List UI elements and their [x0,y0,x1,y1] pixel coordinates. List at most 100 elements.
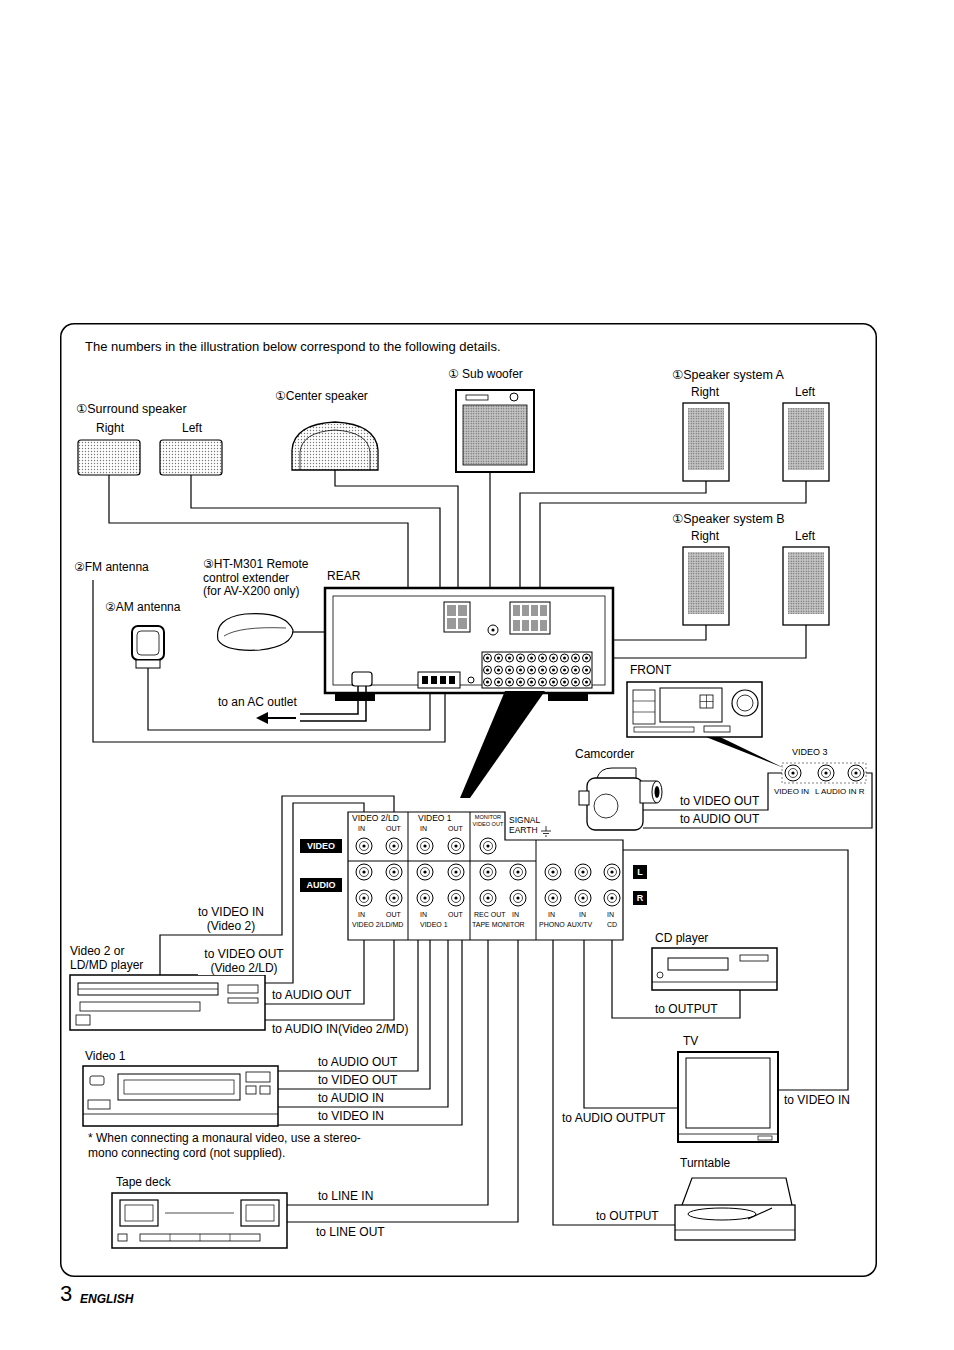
wire-label: to AUDIO IN [318,1092,384,1105]
callout-label: ①Speaker system B [672,513,785,526]
video3-jack-art [848,765,864,781]
node-text: CD player [655,932,708,946]
vcr-art [88,1100,110,1109]
speaker-art [683,547,729,625]
camcorder: Camcorder [577,765,643,830]
node-text: Camcorder [575,748,634,762]
jack-panel-art [575,890,591,906]
surround-speaker-art [78,440,140,475]
remote-extender-art [218,614,293,651]
video3-jack-art [782,763,866,783]
speaker: Right [683,403,729,481]
node-text: Left [182,422,202,436]
node-text: Left [795,530,815,544]
tape-deck-art [200,1234,201,1241]
speaker-art [688,552,724,614]
video3-jack-art [782,763,866,783]
node-text: VIDEO 2/LD/MD [352,921,403,929]
receiver-rear-art [447,618,456,629]
vcr-art [260,1086,270,1094]
receiver-front: FRONT [627,682,762,737]
jack-panel-art [348,812,623,940]
center-speaker: ①Center speaker [290,420,380,470]
jack-panel-art [604,864,620,880]
footnote: * When connecting a monaural video, use … [88,1131,378,1161]
receiver-rear-art [548,693,588,701]
receiver-rear-art [531,605,538,616]
cable [148,668,430,730]
remote-extender-art [218,614,293,651]
receiver-rear-art [440,676,446,684]
node-text: TAPE MONITOR [472,921,525,929]
jack-panel-art [348,861,536,862]
receiver-rear-art [468,677,474,683]
node-text: VIDEO 1 [418,814,452,824]
cd-player-art [652,982,777,983]
receiver-rear-art [444,602,470,632]
tv-art [678,1052,778,1142]
tv-art [758,1136,772,1140]
node-text: Video 1 [85,1050,125,1064]
tape-deck-art [170,1234,171,1241]
video-player-art [76,1015,90,1025]
receiver-rear-art [352,672,372,686]
tv-art [678,1134,778,1135]
jack-panel-art [536,840,537,940]
am-antenna-art [136,660,160,668]
jack-panel-art [356,890,372,906]
node-text: ③HT-M301 Remote control extender (for AV… [203,558,309,599]
jack-panel-art [575,864,591,880]
remote-extender: ③HT-M301 Remote control extender (for AV… [213,613,293,651]
speaker-art [683,403,729,481]
receiver-rear-art [458,618,467,629]
receiver-rear-art [325,588,613,693]
receiver-front-art [627,682,762,737]
camcorder-art [655,786,660,798]
wire-label: to VIDEO IN [318,1110,384,1123]
node-text: FRONT [630,664,671,678]
receiver-front-art [732,690,758,716]
receiver-rear-art [522,620,529,631]
remote-extender-art [224,628,286,636]
wire-label: to AUDIO IN(Video 2/MD) [272,1023,409,1036]
node-text: SIGNAL EARTH [509,815,549,835]
am-antenna-art [132,626,164,660]
tv-art [686,1058,770,1128]
jack-panel-art [510,864,526,880]
cable [613,625,806,658]
receiver-front-art [704,726,730,732]
video-player-art [78,989,218,990]
video3-jack-art [785,765,801,781]
signal-arrow-art [460,691,545,798]
wire-label: to VIDEO OUT [318,1074,397,1087]
video3-jacks: VIDEO 3VIDEO INL AUDIO IN R [782,763,866,783]
fm-antenna-art [92,580,93,610]
turntable-art [675,1205,795,1240]
page-number: 3 [60,1282,72,1306]
node-text: TV [683,1035,698,1049]
node-text: IN [548,911,555,919]
node-text: Video 2 or LD/MD player [70,944,155,972]
tape-deck-art [230,1234,231,1241]
speaker: Right [683,547,729,625]
receiver-rear-art [418,672,460,688]
node-text: IN [607,911,614,919]
channel-tag: L [633,865,647,879]
surround-speaker: Left [160,440,222,475]
speaker-art [783,403,829,481]
jack-panel-art [448,890,464,906]
jack-panel-art [417,864,433,880]
turntable-art [688,1208,756,1220]
speaker: Left [783,547,829,625]
receiver-rear-art [510,602,550,634]
jack-panel-art [545,890,561,906]
cable [520,481,706,588]
front-pointer-art [706,737,784,768]
node-text: PHONO [539,921,565,929]
node-text: Right [691,386,719,400]
jack-panel-art [386,890,402,906]
video-player-art [70,975,265,1030]
video-player-art [228,998,258,1003]
node-text: VIDEO IN [774,787,809,796]
center-speaker-art [292,422,378,470]
